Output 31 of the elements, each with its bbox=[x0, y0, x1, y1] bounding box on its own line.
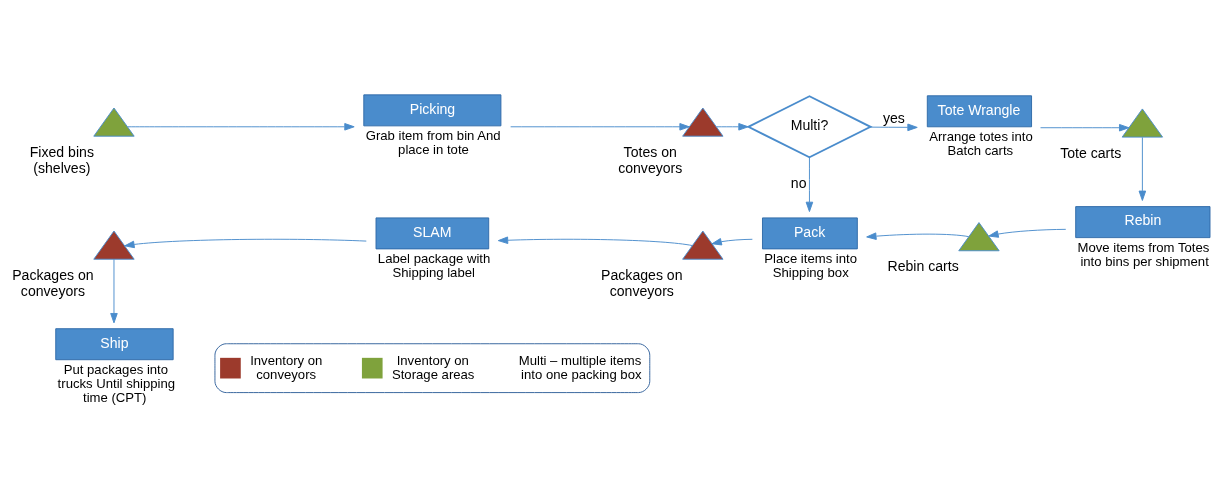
edge-label: no bbox=[790, 174, 807, 191]
arrow bbox=[988, 228, 1067, 238]
edge-label: yes bbox=[883, 110, 905, 127]
label: Multi – multiple items into one packing box bbox=[518, 352, 642, 382]
arrow bbox=[510, 123, 690, 131]
arrow bbox=[711, 238, 753, 246]
node-label: Packages on conveyors bbox=[12, 266, 94, 299]
node-label: Move items from Totes into bins per shipment bbox=[1077, 239, 1210, 269]
node-label: Put packages into trucks Until shipping time (CPT) bbox=[57, 361, 176, 406]
legend-label: Inventory on Storage areas bbox=[391, 352, 475, 382]
node-label: Fixed bins (shelves) bbox=[29, 143, 94, 176]
node-label: Rebin carts bbox=[887, 258, 959, 275]
arrow bbox=[869, 123, 918, 132]
arrow bbox=[805, 157, 814, 213]
legend-label: Inventory on conveyors bbox=[250, 352, 323, 382]
node-label: Arrange totes into Batch carts bbox=[929, 129, 1033, 159]
node-label: Packages on conveyors bbox=[601, 266, 683, 299]
arrow bbox=[716, 123, 749, 131]
node-label: Label package with Shipping label bbox=[377, 251, 491, 281]
arrow bbox=[110, 258, 118, 324]
arrow bbox=[127, 123, 355, 131]
node-diamond: Multi? bbox=[746, 95, 873, 159]
node-label: Totes on conveyors bbox=[618, 143, 683, 176]
node-label: Grab item from bin And place in tote bbox=[365, 128, 501, 158]
arrow bbox=[124, 238, 367, 249]
node-label: Place items into Shipping box bbox=[764, 251, 858, 281]
arrow bbox=[1138, 136, 1147, 201]
arrow bbox=[497, 236, 693, 246]
node-label: Tote carts bbox=[1060, 144, 1122, 161]
arrow bbox=[1040, 124, 1130, 132]
arrow bbox=[866, 232, 970, 240]
